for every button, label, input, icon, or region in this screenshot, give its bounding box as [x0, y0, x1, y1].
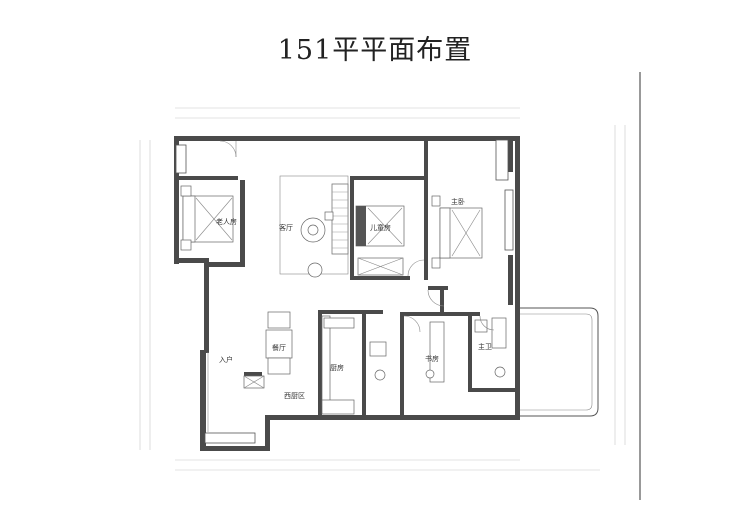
- dimension-lines: [139, 72, 641, 500]
- interior-walls: [174, 140, 518, 418]
- kitchen-counter: [321, 315, 387, 415]
- room-label-dining-room: 餐厅: [272, 343, 286, 352]
- master-bed: [431, 195, 483, 269]
- room-labels: 老人房 客厅 儿童房 主卧 餐厅 入户 厨房 书房 主卫 西厨区: [216, 197, 492, 400]
- room-label-kitchen: 厨房: [330, 363, 344, 372]
- room-label-child-room: 儿童房: [370, 223, 391, 232]
- master-bath-fixtures: [474, 317, 507, 378]
- child-room-bed: [355, 205, 405, 276]
- room-label-master-bedroom: 主卧: [451, 197, 465, 206]
- room-label-master-bath: 主卫: [478, 342, 492, 351]
- entrance-cabinet: [207, 352, 265, 432]
- room-label-study: 书房: [425, 354, 439, 363]
- room-label-entrance: 入户: [219, 355, 233, 364]
- plan-title: 151平平面布置: [277, 35, 473, 66]
- room-label-living-room: 客厅: [279, 223, 293, 232]
- study-desk: [425, 321, 445, 383]
- outer-walls: [174, 136, 520, 451]
- room-label-western-kitchen: 西厨区: [284, 392, 305, 400]
- dining-table: [265, 311, 293, 375]
- doors: [219, 140, 495, 333]
- living-room-furniture: [279, 175, 349, 278]
- windows: [175, 139, 599, 444]
- elder-room-bed: [180, 185, 234, 251]
- room-label-elder-room: 老人房: [216, 217, 237, 226]
